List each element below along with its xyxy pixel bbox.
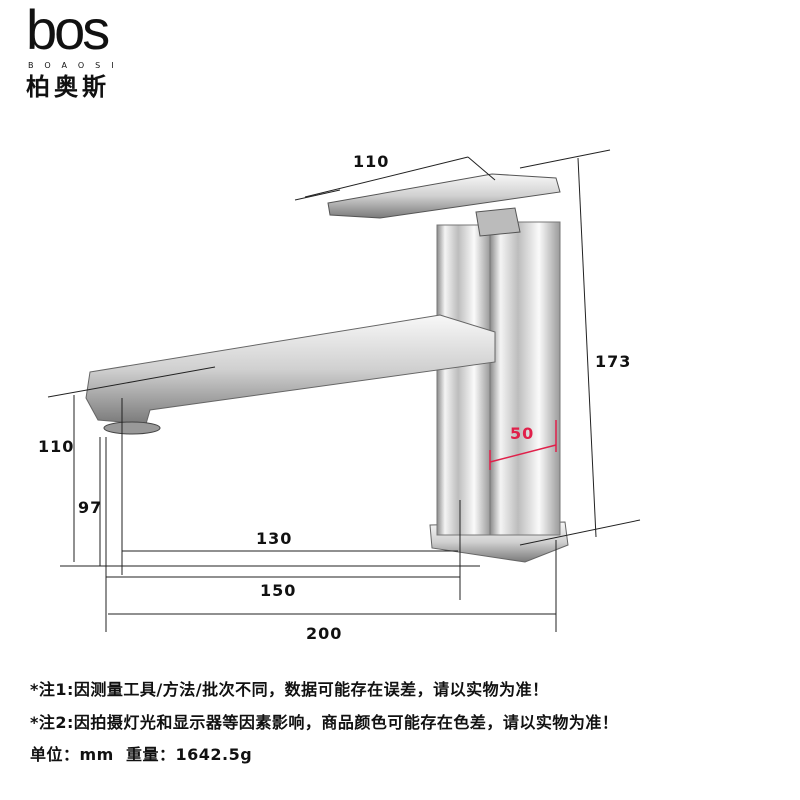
logo-sub: BOAOSI <box>28 61 125 70</box>
dim-outlet-height: 97 <box>78 498 103 517</box>
brand-logo: bos BOAOSI 柏奥斯 <box>26 0 146 102</box>
specs-line: 单位：mm 重量：1642.5g <box>30 745 253 764</box>
logo-main: bos <box>26 0 110 61</box>
faucet-image <box>85 173 569 563</box>
note-2: *注2:因拍摄灯光和显示器等因素影响，商品颜色可能存在色差，请以实物为准！ <box>30 713 619 732</box>
logo-cn: 柏奥斯 <box>26 73 110 101</box>
width-dimension-red <box>489 420 557 470</box>
dim-handle-length: 110 <box>353 152 390 171</box>
dim-total-length: 200 <box>306 624 343 643</box>
dimension-lines <box>47 149 641 632</box>
dim-spout-height: 110 <box>38 437 75 456</box>
dim-body-width: 50 <box>510 424 535 443</box>
dim-reach-mid: 150 <box>260 581 297 600</box>
dim-total-height: 173 <box>595 352 632 371</box>
dim-reach-inner: 130 <box>256 529 293 548</box>
note-1: *注1:因测量工具/方法/批次不同，数据可能存在误差，请以实物为准！ <box>30 680 549 699</box>
